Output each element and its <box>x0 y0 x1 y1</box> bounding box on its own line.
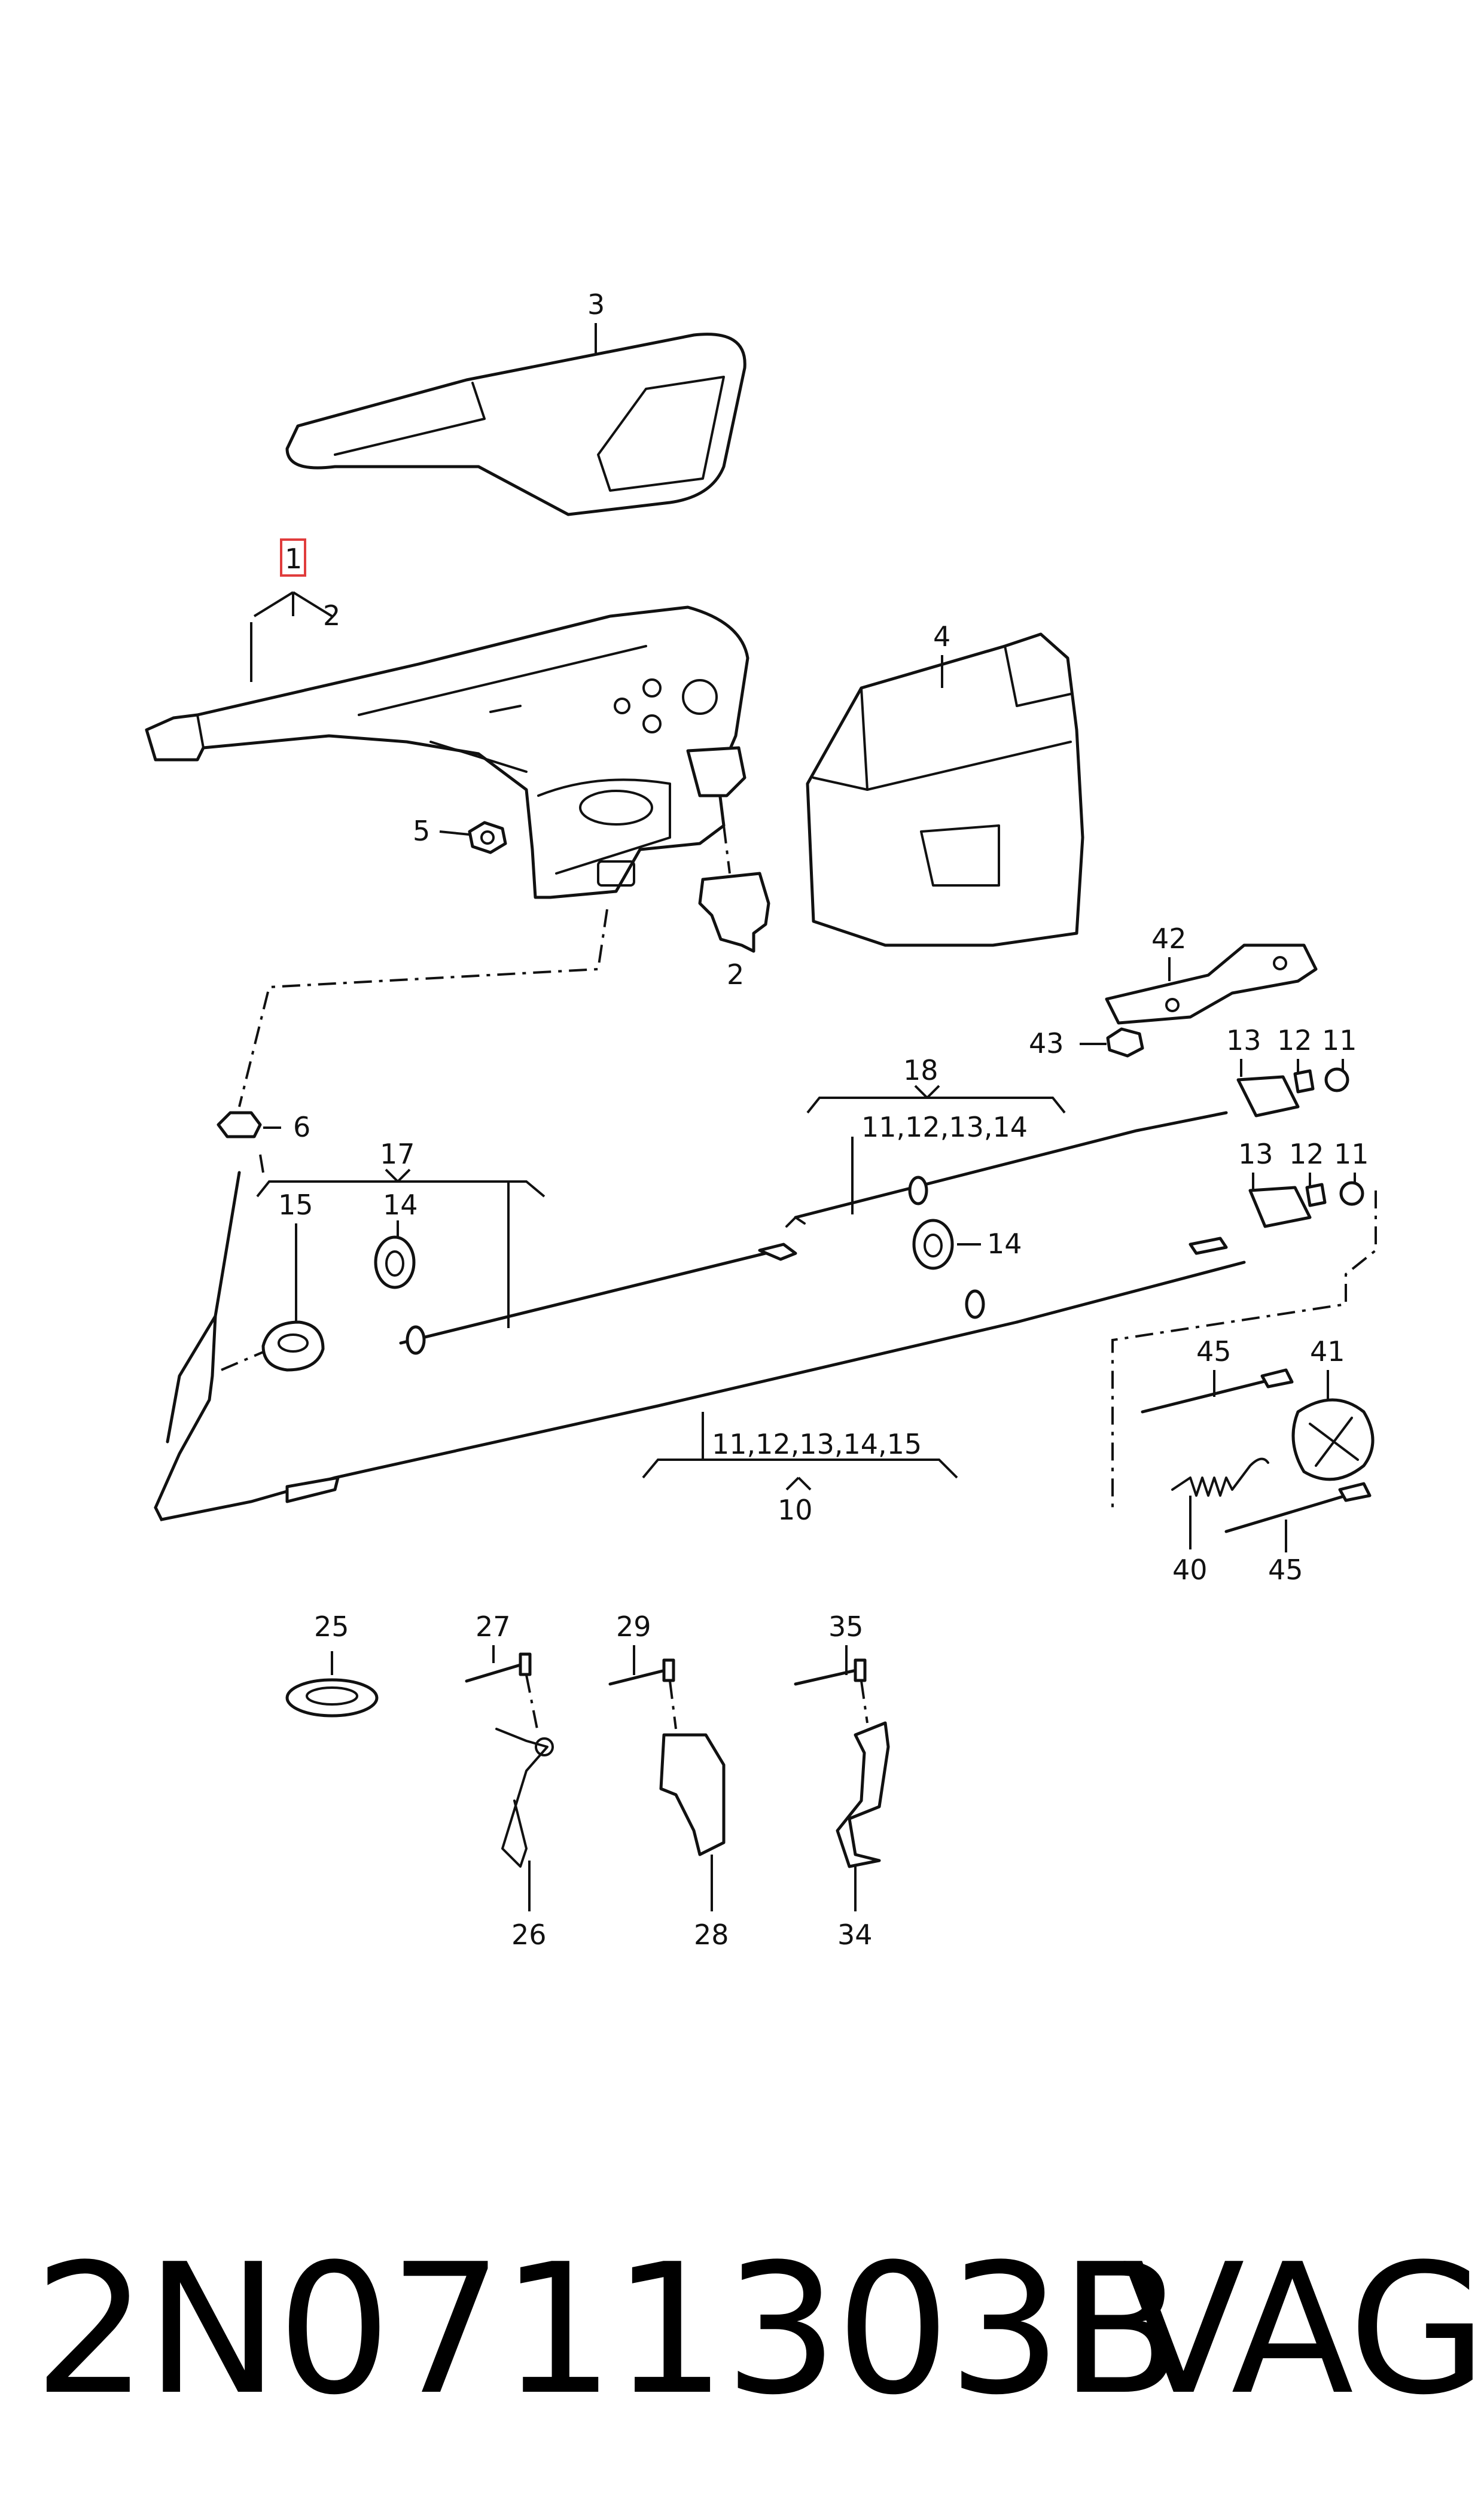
part-6-nut <box>217 1111 262 1138</box>
callout-35: 35 <box>828 1610 864 1643</box>
part-43-nut <box>1106 1027 1144 1058</box>
callout-15: 15 <box>278 1189 313 1221</box>
part-1-handbrake-lever <box>145 605 749 899</box>
callout-group-10: 11,12,13,14,15 <box>712 1428 922 1460</box>
callout-28: 28 <box>694 1919 729 1951</box>
leader-lines <box>250 323 1356 1911</box>
part-number: 2N0711303B <box>33 2225 1183 2434</box>
part-11-12-13-clips-upper <box>1236 1067 1349 1118</box>
part-27-rivet <box>465 1652 532 1683</box>
callout-1: 1 <box>285 543 302 575</box>
callout-12: 12 <box>1289 1138 1324 1170</box>
part-26-clip <box>495 1728 554 1868</box>
callout-17: 17 <box>380 1138 415 1170</box>
callout-14: 14 <box>383 1189 418 1221</box>
callout-29: 29 <box>616 1610 651 1643</box>
callout-2: 2 <box>323 599 340 632</box>
callout-14: 14 <box>987 1228 1022 1260</box>
part-42-bracket <box>1105 943 1318 1025</box>
part-11-12-13-clips-lower <box>1248 1181 1364 1228</box>
part-1-highlight-box <box>280 538 306 577</box>
callout-18: 18 <box>903 1054 938 1086</box>
part-5-nut <box>468 821 507 854</box>
part-3-grip-cover <box>285 333 746 516</box>
callout-27: 27 <box>476 1610 511 1643</box>
connection-lines <box>221 825 1377 1735</box>
callout-34: 34 <box>837 1919 873 1951</box>
callout-10: 10 <box>778 1494 813 1526</box>
callout-26: 26 <box>511 1919 547 1951</box>
callout-6: 6 <box>293 1111 310 1143</box>
callout-2: 2 <box>727 958 744 991</box>
callout-labels: 1 2 2 3 4 5 6 15 14 17 18 11,12,13,14 14… <box>278 288 1369 1951</box>
callout-group-18: 11,12,13,14 <box>861 1111 1028 1143</box>
part-2-switch <box>686 746 770 953</box>
part-25-grommet <box>285 1678 379 1718</box>
part-34-bracket <box>836 1721 890 1868</box>
part-45-cable-lower <box>1224 1482 1372 1533</box>
part-45-cable-upper <box>1141 1368 1294 1414</box>
callout-12: 12 <box>1277 1024 1312 1056</box>
callout-40: 40 <box>1172 1554 1208 1586</box>
part-14-grommet <box>374 1176 985 1355</box>
part-number-footer: 2N0711303B VAG <box>33 2240 1484 2420</box>
callout-11: 11 <box>1322 1024 1357 1056</box>
part-40-spring <box>1171 1457 1269 1497</box>
callout-5: 5 <box>413 815 430 847</box>
part-28-bracket <box>659 1733 726 1856</box>
callout-45: 45 <box>1268 1554 1303 1586</box>
callout-41: 41 <box>1310 1335 1345 1368</box>
callout-13: 13 <box>1226 1024 1261 1056</box>
callout-42: 42 <box>1151 922 1187 955</box>
callout-45: 45 <box>1196 1335 1232 1368</box>
part-35-rivet <box>794 1658 867 1686</box>
callout-13: 13 <box>1238 1138 1273 1170</box>
callout-25: 25 <box>314 1610 349 1643</box>
callout-4: 4 <box>933 620 950 653</box>
part-29-rivet <box>608 1658 675 1686</box>
callout-11: 11 <box>1334 1138 1369 1170</box>
part-4-console-trim <box>806 632 1084 947</box>
callout-3: 3 <box>587 288 605 321</box>
part-41-adjuster <box>1291 1398 1375 1481</box>
part-15-grommet <box>261 1320 325 1372</box>
brand-name: VAG <box>1122 2225 1484 2434</box>
callout-43: 43 <box>1029 1027 1064 1059</box>
